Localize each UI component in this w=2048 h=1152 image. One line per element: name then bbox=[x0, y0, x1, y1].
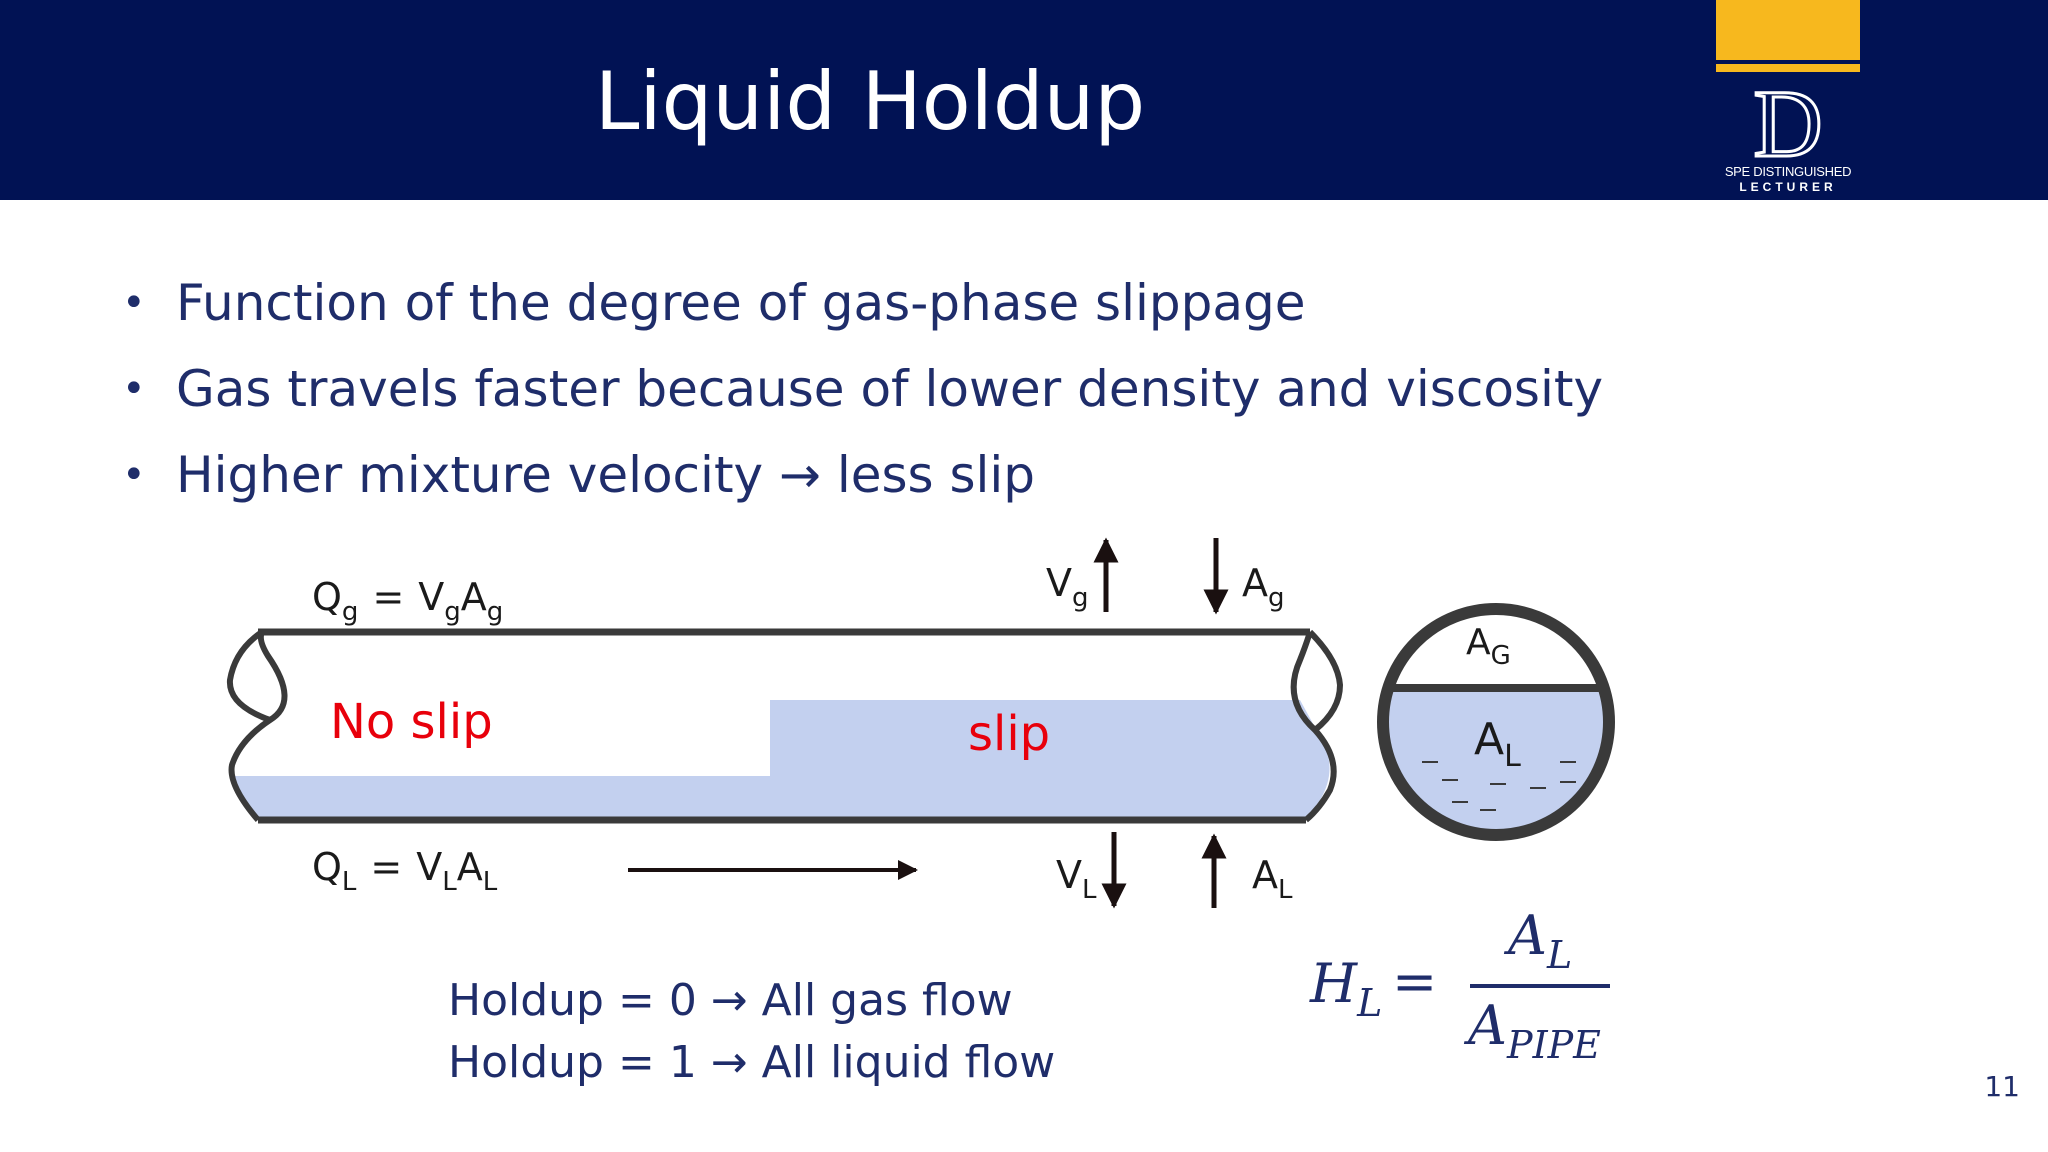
slide-title: Liquid Holdup bbox=[594, 55, 1146, 148]
logo-line2: LECTURER bbox=[1739, 180, 1837, 194]
vg-label: Vg bbox=[1046, 561, 1089, 613]
bullet-dot-icon: • bbox=[122, 452, 146, 498]
holdup-formula: HL = AL APIPE bbox=[1309, 904, 1610, 1067]
holdup-explanation: Holdup = 0 → All gas flow Holdup = 1 → A… bbox=[448, 970, 1055, 1094]
vl-label: VL bbox=[1056, 853, 1097, 905]
bullet-item: • Higher mixture velocity → less slip bbox=[110, 440, 1603, 526]
logo-d-icon: D bbox=[1752, 78, 1824, 166]
pipe-right-end bbox=[1290, 629, 1344, 823]
logo-line1: SPE DISTINGUISHED bbox=[1724, 164, 1852, 179]
holdup-one-line: Holdup = 1 → All liquid flow bbox=[448, 1037, 1056, 1088]
liquid-layer bbox=[233, 700, 1330, 820]
bullet-text: Function of the degree of gas-phase slip… bbox=[176, 274, 1306, 332]
bullet-text: Higher mixture velocity → less slip bbox=[176, 446, 1036, 504]
cross-section-outline bbox=[1377, 603, 1615, 841]
logo-gold-block bbox=[1716, 0, 1860, 60]
pipe-left-end bbox=[226, 629, 288, 822]
bullet-text: Gas travels faster because of lower dens… bbox=[176, 360, 1604, 418]
formula-denominator: APIPE bbox=[1463, 994, 1601, 1067]
no-slip-label: No slip bbox=[330, 694, 493, 750]
pipe-cross-section: AG AL bbox=[1377, 603, 1615, 841]
bullet-dot-icon: • bbox=[122, 366, 146, 412]
bullet-item: • Function of the degree of gas-phase sli… bbox=[110, 268, 1603, 354]
holdup-zero-line: Holdup = 0 → All gas flow bbox=[448, 975, 1013, 1026]
logo-gold-line bbox=[1716, 64, 1860, 72]
liquid-flow-equation: QL=VLAL bbox=[312, 845, 498, 897]
cross-section-al-label: AL bbox=[1474, 714, 1521, 774]
spe-logo: D SPE DISTINGUISHED LECTURER bbox=[1716, 0, 1860, 200]
page-number: 11 bbox=[1984, 1070, 2020, 1103]
slip-label: slip bbox=[968, 706, 1050, 762]
formula-equals: = bbox=[1392, 950, 1437, 1013]
title-bar: Liquid Holdup D SPE DISTINGUISHED LECTUR… bbox=[0, 0, 2048, 200]
al-label: AL bbox=[1252, 853, 1293, 905]
gas-flow-equation: Qg=VgAg bbox=[312, 575, 503, 627]
formula-lhs: HL bbox=[1309, 952, 1382, 1025]
bullet-list: • Function of the degree of gas-phase sli… bbox=[110, 268, 1603, 526]
cross-section-liquid bbox=[1383, 688, 1609, 835]
cross-section-ag-label: AG bbox=[1466, 622, 1511, 671]
bullet-item: • Gas travels faster because of lower den… bbox=[110, 354, 1603, 440]
ag-label: Ag bbox=[1242, 561, 1285, 613]
bullet-dot-icon: • bbox=[122, 280, 146, 326]
logo-letter: D bbox=[1753, 78, 1822, 166]
liquid-ripple-marks bbox=[1422, 761, 1576, 811]
formula-numerator: AL bbox=[1503, 904, 1572, 977]
